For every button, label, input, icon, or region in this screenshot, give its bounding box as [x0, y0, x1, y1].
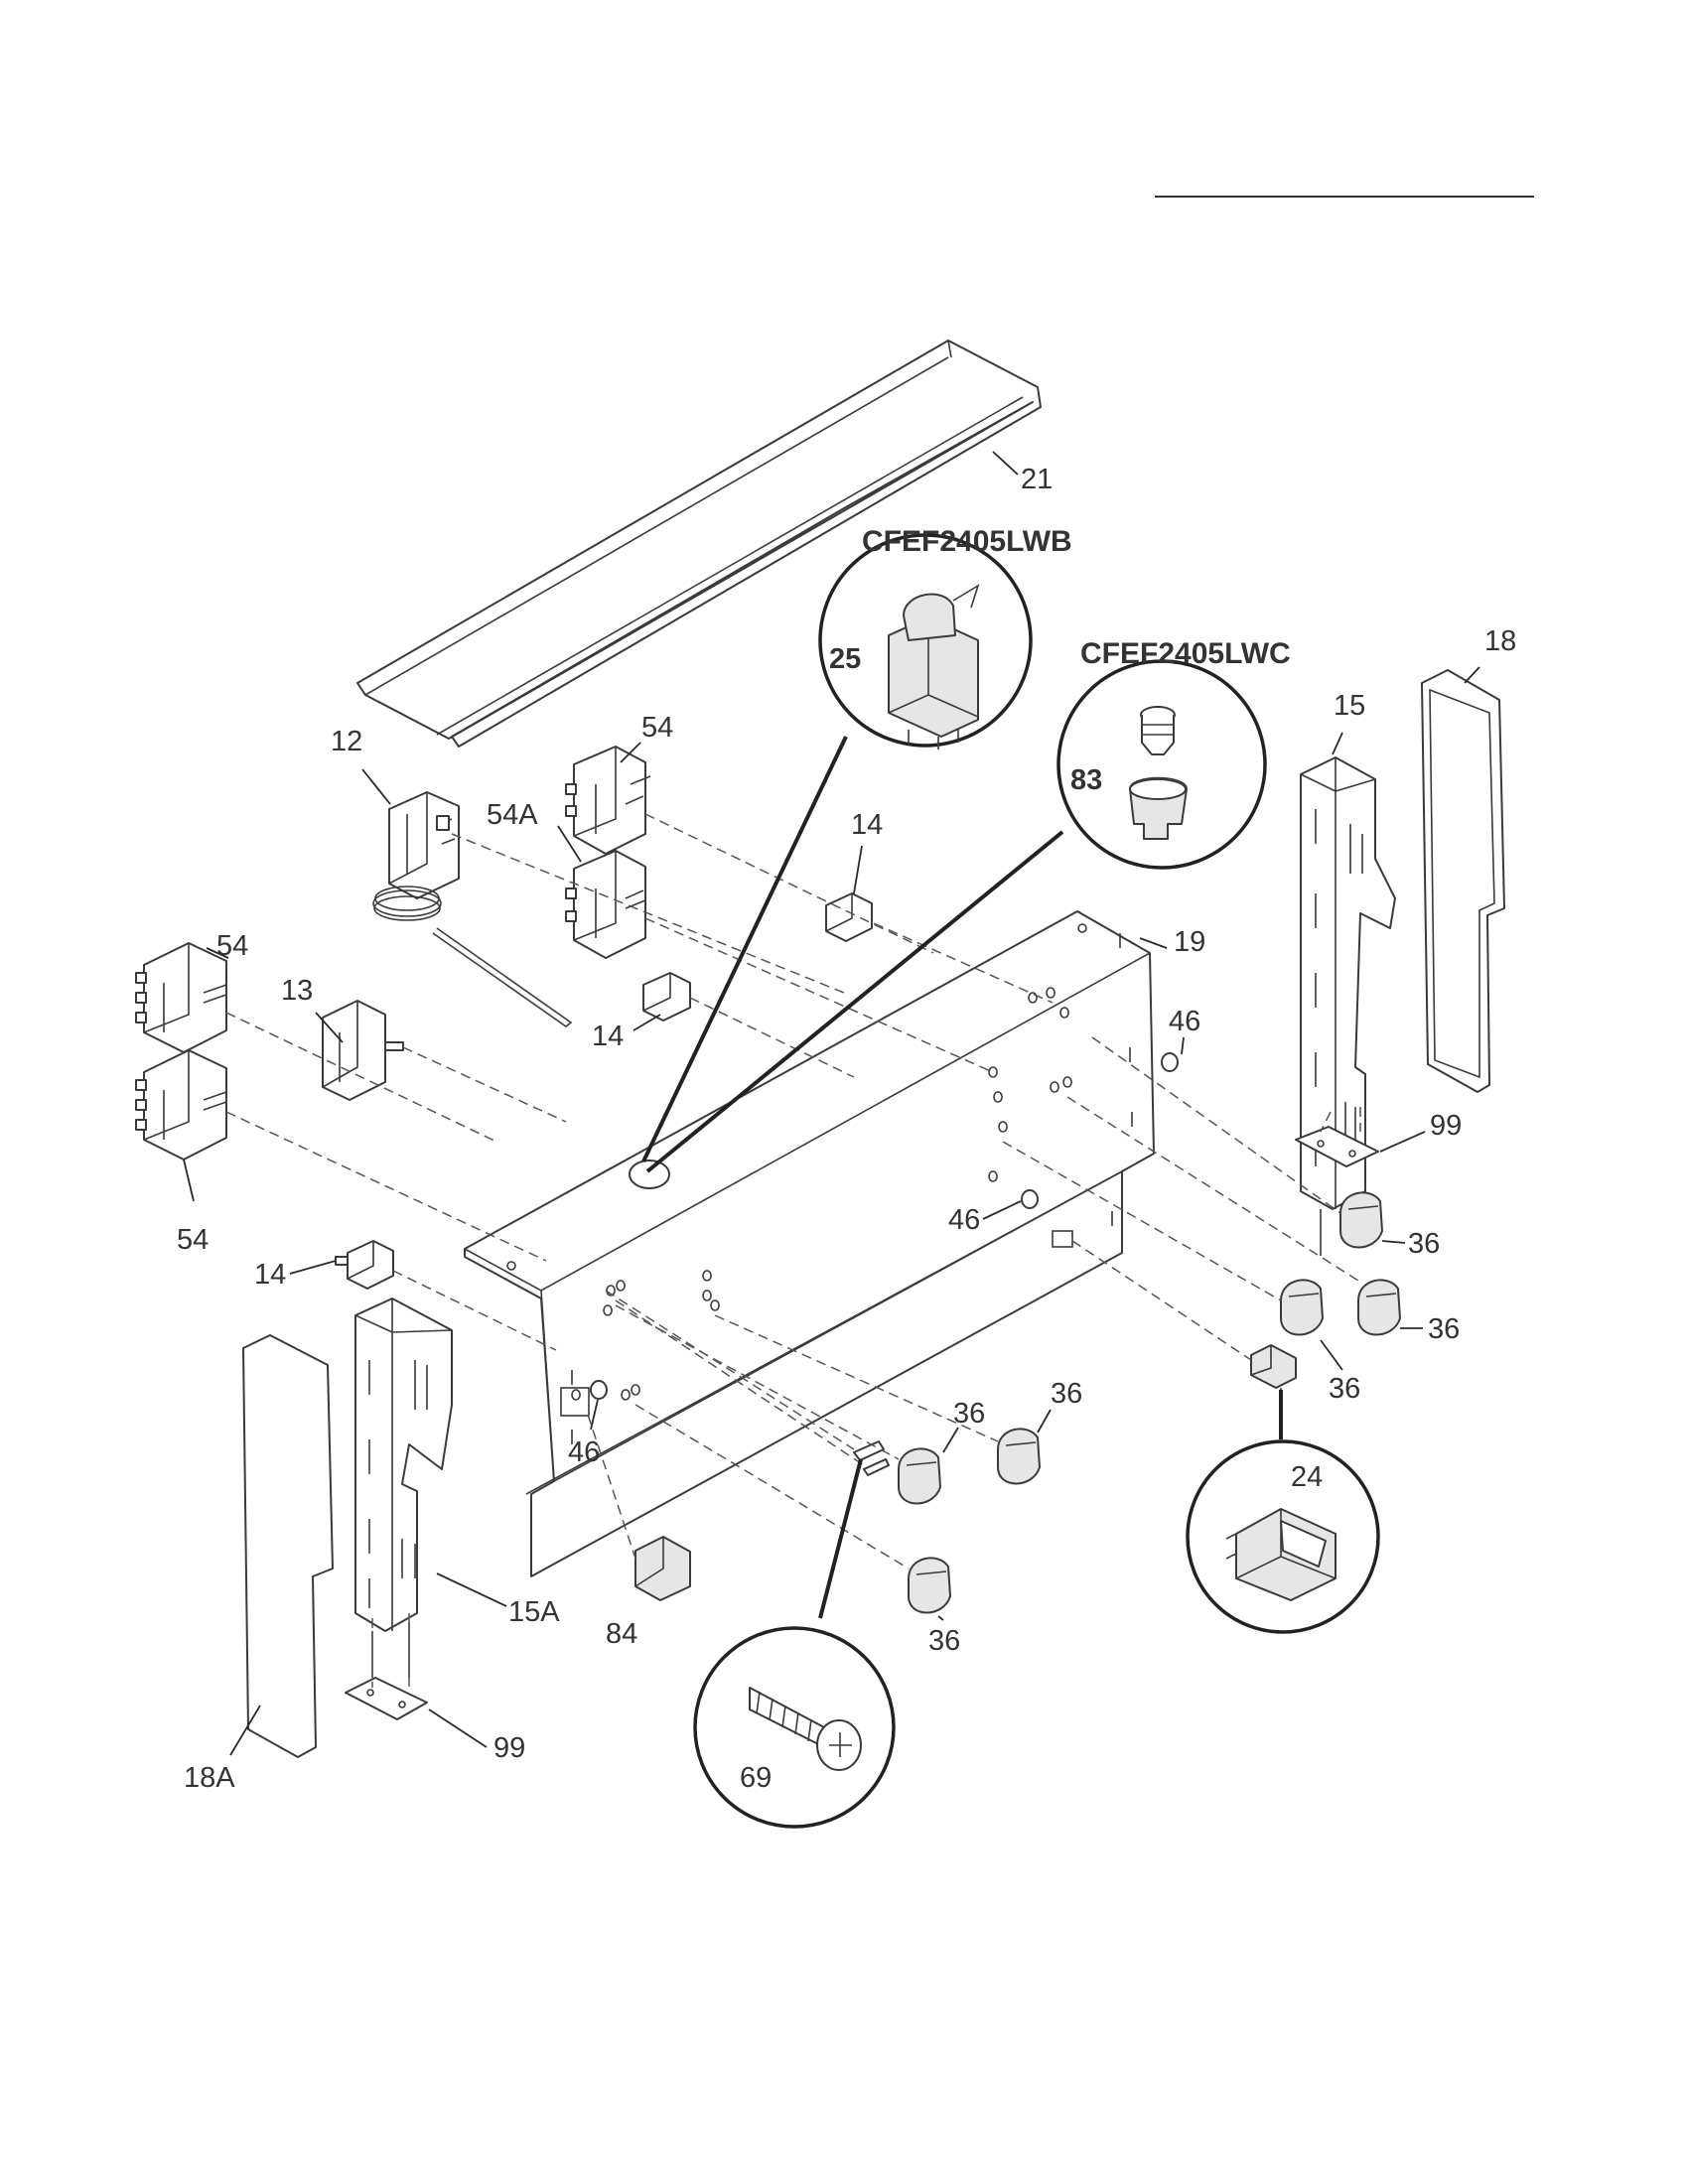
callout-circle-25 — [818, 533, 1033, 750]
part-label-99-left: 99 — [493, 1732, 525, 1764]
part-14-indicator-top — [825, 892, 873, 942]
part-label-36-d: 36 — [953, 1398, 985, 1430]
part-12-thermostat — [372, 791, 573, 1027]
part-label-14-mid: 14 — [592, 1021, 624, 1052]
part-label-36-c: 36 — [1329, 1373, 1360, 1405]
part-13-infinite-switch — [322, 1000, 404, 1101]
part-24-rocker-switch — [1250, 1344, 1297, 1434]
part-label-36-e: 36 — [1051, 1378, 1082, 1410]
part-label-36-b: 36 — [1428, 1313, 1460, 1345]
part-label-18: 18 — [1484, 625, 1516, 657]
callout-line-69 — [818, 1458, 863, 1619]
part-36-knob-d — [898, 1447, 941, 1505]
part-15a-bracket-left — [354, 1297, 453, 1678]
part-54-switch-left-bottom — [135, 1049, 227, 1160]
part-36-knob-c — [1280, 1279, 1324, 1336]
part-label-18a: 18A — [184, 1762, 235, 1794]
part-label-15a: 15A — [508, 1596, 560, 1628]
part-18a-side-panel-left — [242, 1334, 334, 1758]
callout-line-25 — [641, 736, 848, 1162]
part-label-54-left-bottom: 54 — [177, 1224, 209, 1256]
part-14-indicator-left — [335, 1240, 394, 1290]
part-label-36-f: 36 — [928, 1625, 960, 1657]
part-label-14-top: 14 — [851, 809, 883, 841]
part-54-switch-top — [565, 746, 651, 855]
part-label-36-a: 36 — [1408, 1228, 1440, 1260]
part-label-84: 84 — [606, 1618, 637, 1650]
part-36-knob-b — [1357, 1279, 1401, 1336]
part-label-46-right: 46 — [1169, 1006, 1200, 1037]
callout-label-69: 69 — [740, 1762, 772, 1794]
part-14-indicator-mid — [642, 972, 691, 1022]
part-69-screw-small — [853, 1440, 890, 1476]
callout-line-83 — [645, 830, 1064, 1173]
callout-label-24: 24 — [1291, 1461, 1323, 1493]
part-99-foot-right — [1295, 1126, 1379, 1167]
part-18-side-panel-right — [1421, 669, 1505, 1093]
part-label-13: 13 — [281, 975, 313, 1007]
part-46-screw-left — [590, 1380, 608, 1400]
part-19-control-panel — [464, 910, 1155, 1577]
part-99-foot-left — [345, 1677, 428, 1720]
part-label-46-mid: 46 — [948, 1204, 980, 1236]
alignment-lines — [225, 813, 1361, 1688]
part-label-46-left: 46 — [568, 1436, 600, 1468]
part-label-54-top: 54 — [641, 712, 673, 744]
callout-circle-69 — [693, 1626, 896, 1829]
part-label-15: 15 — [1334, 690, 1365, 722]
callout-circle-83 — [1056, 659, 1267, 870]
part-label-12: 12 — [331, 726, 362, 757]
part-21-top-trim — [356, 340, 1042, 748]
callout-circle-24 — [1186, 1439, 1380, 1634]
callout-label-83: 83 — [1070, 764, 1102, 796]
part-label-19: 19 — [1174, 926, 1205, 958]
part-36-knob-a — [1339, 1191, 1383, 1249]
model-label-b: CFEF2405LWB — [862, 525, 1072, 558]
part-label-54-left-top: 54 — [216, 930, 248, 962]
part-15-bracket-right — [1300, 756, 1396, 1256]
callout-label-25: 25 — [829, 643, 861, 675]
part-label-54a: 54A — [487, 799, 538, 831]
model-label-c: CFEF2405LWC — [1080, 637, 1291, 670]
part-36-knob-e — [997, 1428, 1041, 1485]
part-84-outlet — [634, 1536, 691, 1601]
part-36-knob-f — [908, 1557, 951, 1614]
part-label-99-right: 99 — [1430, 1110, 1462, 1142]
part-label-14-left: 14 — [254, 1259, 286, 1291]
part-54-switch-left-top — [135, 942, 227, 1053]
part-46-screw-right — [1161, 1052, 1179, 1072]
part-label-21: 21 — [1021, 464, 1053, 495]
part-46-screw-mid — [1021, 1189, 1039, 1209]
part-54a-switch — [565, 850, 646, 959]
